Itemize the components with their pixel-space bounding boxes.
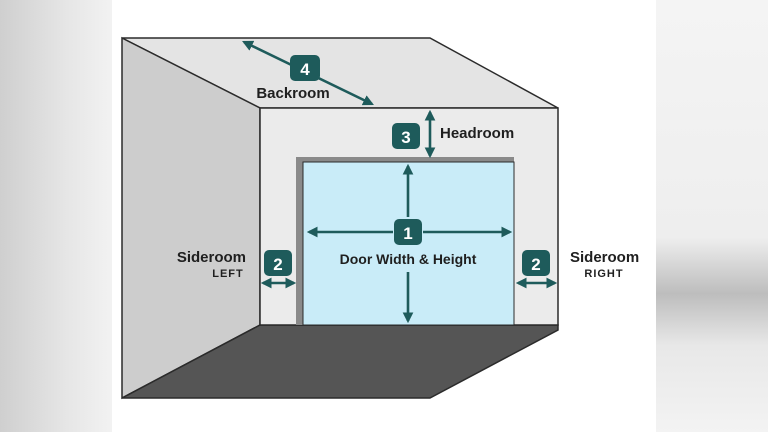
sideroom-left-number: 2: [273, 255, 282, 274]
sideroom-right-badge: [522, 250, 550, 276]
sideroom-left-badge: [264, 250, 292, 276]
sideroom-left-sub: LEFT: [212, 268, 244, 280]
sideroom-right-sub: RIGHT: [584, 268, 623, 280]
backroom-badge: [290, 55, 320, 81]
blurred-background-left: [0, 0, 112, 432]
sideroom-right-number: 2: [531, 255, 540, 274]
headroom-badge: [392, 123, 420, 149]
door-number: 1: [403, 224, 412, 243]
backroom-label: Backroom: [256, 85, 329, 102]
blurred-background-right: [656, 0, 768, 432]
door-badge: [394, 219, 422, 245]
headroom-label: Headroom: [440, 125, 514, 142]
backroom-number: 4: [300, 60, 310, 79]
headroom-number: 3: [401, 128, 410, 147]
sideroom-left-label: Sideroom: [177, 249, 246, 266]
door-label: Door Width & Height: [340, 251, 477, 267]
sideroom-right-label: Sideroom: [570, 249, 639, 266]
